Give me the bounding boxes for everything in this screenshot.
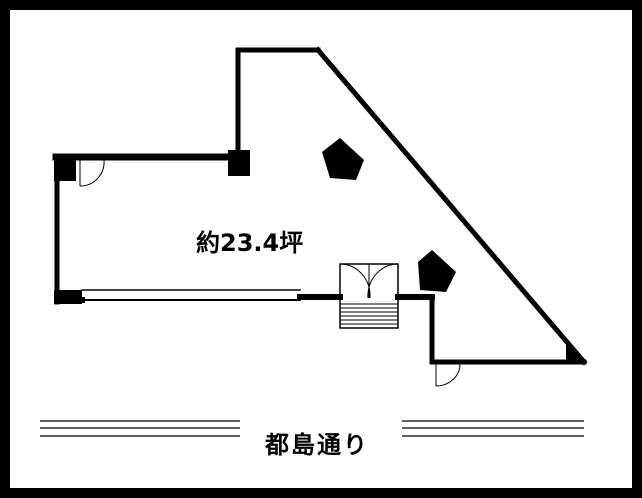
- area-label: 約23.4坪: [196, 229, 304, 257]
- pillar-top-mid: [228, 150, 250, 176]
- walls: [52, 46, 588, 366]
- pillar-bottom-right-corner: [566, 342, 584, 362]
- street-label: 都島通り: [265, 431, 369, 459]
- door-bottom: [435, 363, 461, 387]
- pillar-bottom-left: [54, 290, 82, 304]
- street-lines: [40, 420, 584, 437]
- column-lower: [418, 250, 456, 292]
- door-top-left: [79, 157, 105, 187]
- column-upper: [322, 138, 364, 180]
- pillars: [54, 138, 584, 362]
- entrance-doors: [339, 263, 399, 329]
- pillar-top-left: [54, 155, 76, 181]
- wall-diagonal: [314, 46, 588, 366]
- floor-plan-drawing: [40, 46, 588, 437]
